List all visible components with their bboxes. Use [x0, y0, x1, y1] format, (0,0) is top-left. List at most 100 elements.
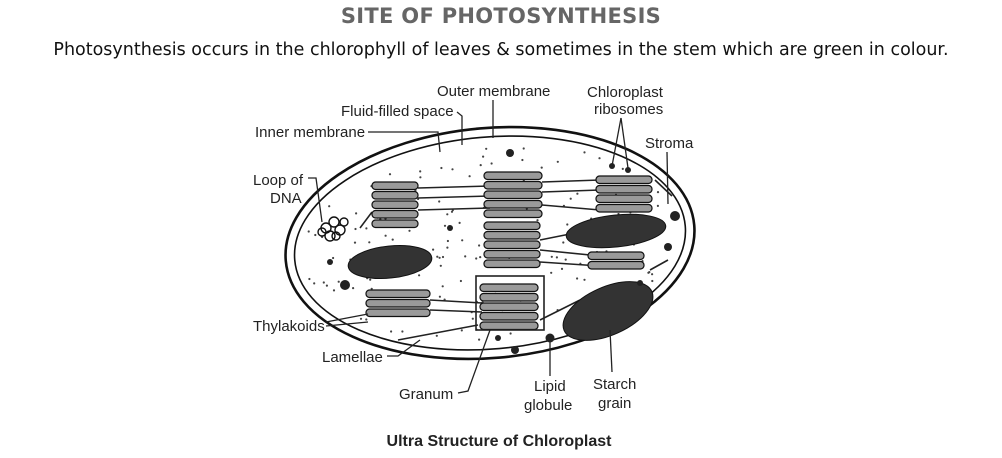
stroma-dot	[468, 175, 471, 178]
stroma-dot	[656, 204, 660, 207]
stroma-dot	[446, 239, 449, 243]
lipid-globule	[664, 243, 672, 251]
stroma-dot	[583, 151, 586, 154]
diagram-caption: Ultra Structure of Chloroplast	[387, 433, 613, 450]
stroma-dot	[478, 338, 481, 341]
lipid-globule	[637, 280, 643, 286]
stroma-dot	[388, 173, 392, 176]
stroma-dot	[459, 279, 462, 283]
stroma-dot	[485, 147, 488, 150]
stroma-dot	[390, 330, 393, 333]
stroma-dot	[562, 241, 565, 244]
stroma-dot	[353, 241, 357, 244]
stroma-dot	[418, 274, 421, 277]
stroma-dot	[322, 281, 325, 284]
stroma-dot	[443, 224, 447, 227]
stroma-dot	[370, 287, 373, 290]
stroma-dot	[313, 282, 316, 285]
stroma-dot	[450, 210, 454, 213]
stroma-dot	[365, 318, 368, 321]
label-fluid-filled-space: Fluid-filled space	[341, 103, 454, 120]
stroma-dot	[451, 168, 454, 171]
stroma-dot	[550, 255, 553, 258]
stroma-dot	[352, 287, 355, 290]
thylakoid	[595, 203, 653, 213]
label-chloroplast: Chloroplast	[587, 84, 664, 101]
stroma-dot	[490, 162, 493, 165]
stroma-dot	[540, 166, 543, 169]
lipid-globule	[506, 149, 514, 157]
lipid-globule	[495, 335, 501, 341]
thylakoid	[483, 199, 543, 209]
stroma-dot	[460, 329, 463, 332]
lipid-globule	[447, 225, 453, 231]
stroma-dot	[438, 295, 441, 298]
stroma-dot	[656, 191, 660, 194]
stroma-dot	[401, 330, 404, 333]
grana	[365, 171, 653, 331]
stroma-dot	[359, 317, 363, 320]
thylakoid	[479, 283, 539, 293]
leader-lines	[308, 100, 669, 394]
stroma-dot	[446, 246, 449, 249]
stroma-dot	[365, 227, 368, 230]
stroma-dot	[598, 157, 601, 160]
stroma-dot	[576, 192, 579, 195]
stroma-dot	[564, 258, 567, 261]
stroma-dot	[621, 167, 624, 170]
stroma-dot	[648, 271, 651, 274]
stroma-dot	[355, 212, 358, 215]
granum-stack	[479, 283, 539, 331]
thylakoid	[371, 181, 419, 191]
stroma-dot	[308, 277, 311, 281]
label-stroma: Stroma	[645, 135, 694, 152]
label-loop-of: Loop of	[253, 172, 304, 189]
stroma-dot	[369, 278, 372, 281]
thylakoid	[371, 209, 419, 219]
lipid-globule	[327, 259, 333, 265]
stroma-dot	[651, 273, 654, 276]
label-lipid: Lipid	[534, 378, 566, 395]
dna-loop	[317, 216, 349, 242]
label-lamellae: Lamellae	[322, 349, 383, 366]
stroma-dot	[569, 197, 572, 200]
label-granum: Granum	[399, 386, 453, 403]
lipid-globule	[545, 333, 555, 343]
stroma-dot	[475, 257, 478, 260]
stroma-dot	[325, 284, 328, 287]
stroma-dot	[509, 332, 512, 335]
stroma-dot	[441, 255, 445, 259]
stroma-dot	[479, 164, 482, 167]
stroma-dot	[368, 241, 371, 244]
stroma-dot	[314, 233, 317, 237]
thylakoid	[483, 249, 541, 259]
thylakoid	[483, 171, 543, 181]
lipid-globule	[340, 280, 350, 290]
label-grain: grain	[598, 395, 631, 412]
thylakoid	[587, 251, 645, 261]
thylakoid	[483, 221, 541, 231]
granum-stack	[371, 181, 419, 229]
stroma-dot	[446, 213, 449, 216]
stroma-dot	[461, 239, 464, 242]
stroma-dot	[576, 277, 579, 280]
stroma-dot	[432, 248, 435, 251]
thylakoid	[483, 259, 541, 269]
stroma-dot	[438, 200, 441, 203]
page-title: SITE OF PHOTOSYNTHESIS	[340, 4, 662, 28]
stroma-dot	[556, 160, 559, 163]
stroma-dot	[536, 219, 539, 222]
stroma-dot	[478, 244, 481, 247]
stroma-dot	[435, 334, 438, 337]
granum-stack	[365, 289, 431, 318]
thylakoid	[479, 311, 539, 321]
lipid-globules	[327, 149, 680, 354]
thylakoid	[479, 292, 539, 302]
granum-stack	[483, 171, 543, 219]
stroma-dot	[332, 289, 336, 292]
stroma-dot	[458, 221, 461, 224]
thylakoid	[365, 308, 431, 318]
stroma-dot	[583, 278, 586, 281]
stroma-dot	[566, 223, 569, 226]
